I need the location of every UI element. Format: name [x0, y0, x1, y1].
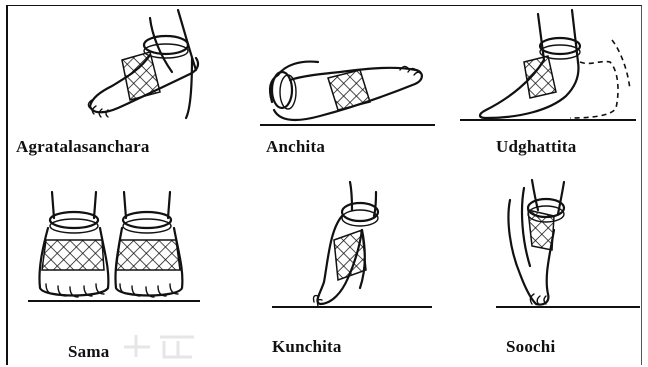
pose-kunchita: Kunchita — [210, 170, 440, 367]
faint-watermark-graphic — [120, 327, 200, 361]
udghattita-foot-illustration — [440, 0, 648, 160]
pose-label: Anchita — [266, 137, 325, 157]
agratalasanchara-foot-illustration — [0, 0, 210, 160]
pose-anchita: Anchita — [210, 0, 440, 160]
pose-label: Soochi — [506, 337, 555, 357]
pose-label: Kunchita — [272, 337, 342, 357]
pose-label: Udghattita — [496, 137, 576, 157]
pose-label: Sama — [68, 342, 109, 362]
pose-udghattita: Udghattita — [440, 0, 648, 160]
anchita-foot-illustration — [210, 0, 440, 160]
pose-label: Agratalasanchara — [16, 137, 150, 157]
pose-soochi: Soochi — [440, 170, 648, 367]
pose-agratalasanchara: Agratalasanchara — [0, 0, 210, 160]
